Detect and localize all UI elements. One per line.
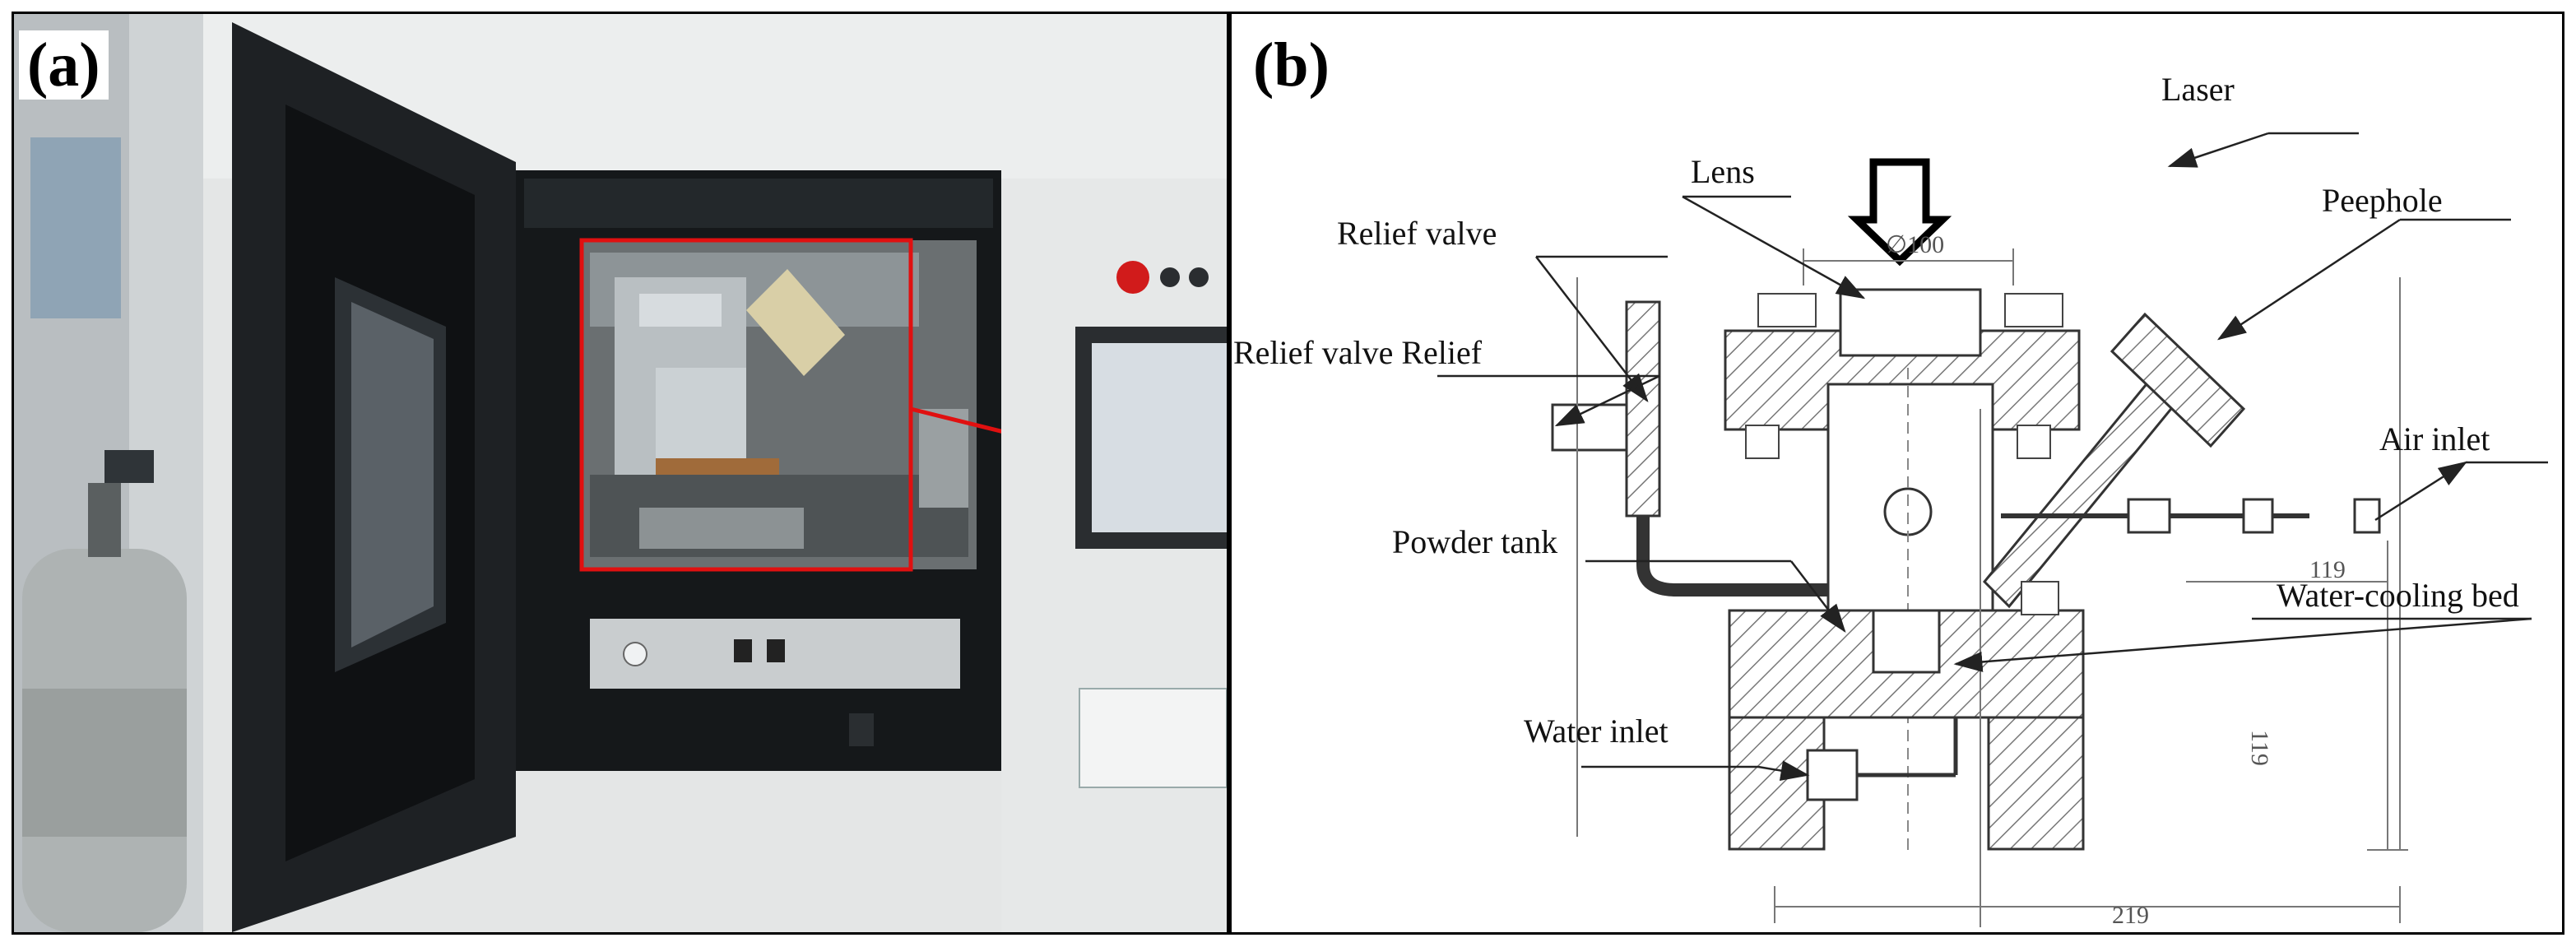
air-inlet-pipe (2001, 498, 2381, 534)
chamber-highlight-box (579, 238, 913, 572)
label-laser: Laser (2161, 71, 2235, 108)
peephole-tube (1982, 312, 2246, 609)
machine-door (232, 22, 516, 932)
machine-right-side (1001, 179, 1227, 932)
dim-width-total: 219 (2112, 902, 2149, 929)
label-air-inlet: Air inlet (2379, 420, 2490, 457)
label-relief-valve: Relief valve (1337, 215, 1497, 252)
label-relief-valve-relief: Relief valve Relief (1233, 334, 1483, 371)
lower-control-panel (590, 619, 960, 746)
relief-valve (1551, 300, 1828, 597)
lens-holder (1839, 288, 1982, 357)
label-water-cooling-bed: Water-cooling bed (2277, 577, 2519, 614)
laser-arrow (1847, 158, 1952, 267)
label-lens: Lens (1691, 153, 1755, 190)
label-water-inlet: Water inlet (1524, 713, 1669, 750)
chamber-interior (582, 240, 977, 569)
dim-diameter: ∅100 (1886, 231, 1944, 258)
photo-panel: (a) (12, 12, 1229, 935)
chamber-drawing: Laser Lens Relief valve Peephole Relief … (1233, 71, 2548, 929)
base-leg-right (1987, 716, 2085, 851)
gas-cylinder (22, 450, 187, 932)
printer-photo (14, 14, 1227, 932)
callout-leaders (1437, 132, 2548, 781)
label-powder-tank: Powder tank (1392, 523, 1557, 560)
water-inlet-fitting (1806, 717, 1958, 801)
dim-height: 119 (2246, 730, 2273, 766)
diagram-panel: Laser Lens Relief valve Peephole Relief … (1229, 12, 2564, 935)
dim-width-upper: 119 (2309, 556, 2346, 583)
panel-a-label: (a) (19, 30, 109, 100)
label-peephole: Peephole (2322, 182, 2443, 219)
panel-b-label: (b) (1245, 30, 1338, 100)
